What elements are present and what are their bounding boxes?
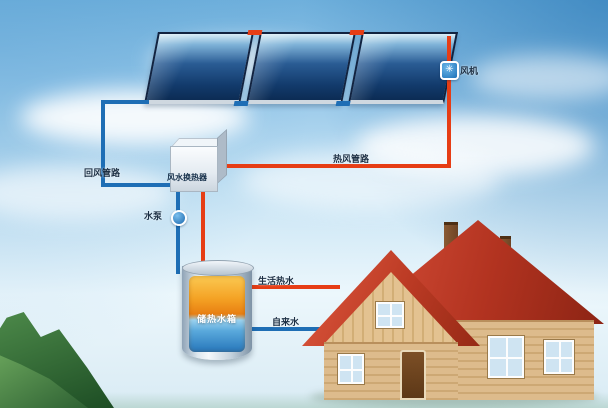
panel-connector-hot: [349, 30, 365, 35]
solar-panel: [144, 32, 254, 104]
heat-exchanger-label: 风水换热器: [167, 173, 207, 182]
cold-water-pipe-down: [176, 188, 180, 274]
heat-exchanger-front-face: [170, 146, 218, 192]
storage-tank-label: 储热水箱: [196, 315, 237, 325]
cloud: [0, 165, 175, 220]
solar-panel: [246, 32, 356, 104]
return-air-pipe-horizontal: [101, 183, 173, 187]
cloud: [240, 150, 500, 210]
cloud: [470, 55, 608, 100]
storage-tank-water: [189, 276, 245, 352]
house: [302, 220, 604, 406]
water-pump-label: 水泵: [144, 212, 163, 222]
domestic-hot-water-label: 生活热水: [258, 277, 295, 287]
tap-water-pipe: [248, 327, 340, 331]
water-pump-icon: [171, 210, 187, 226]
hot-air-pipe-vertical: [447, 36, 451, 168]
hot-air-pipe-horizontal: [212, 164, 451, 168]
fan-label: 风机: [460, 67, 479, 77]
domestic-hot-water-pipe: [248, 285, 340, 289]
house-gable-window: [376, 302, 404, 328]
return-air-pipe-vertical: [101, 100, 105, 187]
storage-tank-lid: [182, 260, 254, 276]
hot-water-pipe-down: [201, 188, 205, 274]
house-window: [488, 336, 524, 378]
return-air-pipe-label: 回风管路: [84, 169, 121, 179]
panel-connector-cold: [233, 101, 249, 106]
heat-exchanger-side-face: [217, 128, 227, 184]
tap-water-label: 自来水: [272, 318, 300, 328]
solar-collector-array: [144, 30, 458, 106]
fan-icon: ✳: [440, 61, 459, 80]
return-air-pipe-top: [101, 100, 149, 104]
house-wing-wall: [324, 342, 458, 400]
house-window: [338, 354, 364, 384]
hot-air-pipe-label: 热风管路: [333, 155, 370, 165]
panel-connector-hot: [247, 30, 263, 35]
panel-connector-cold: [335, 101, 351, 106]
house-window: [544, 340, 574, 374]
house-door: [400, 350, 426, 400]
